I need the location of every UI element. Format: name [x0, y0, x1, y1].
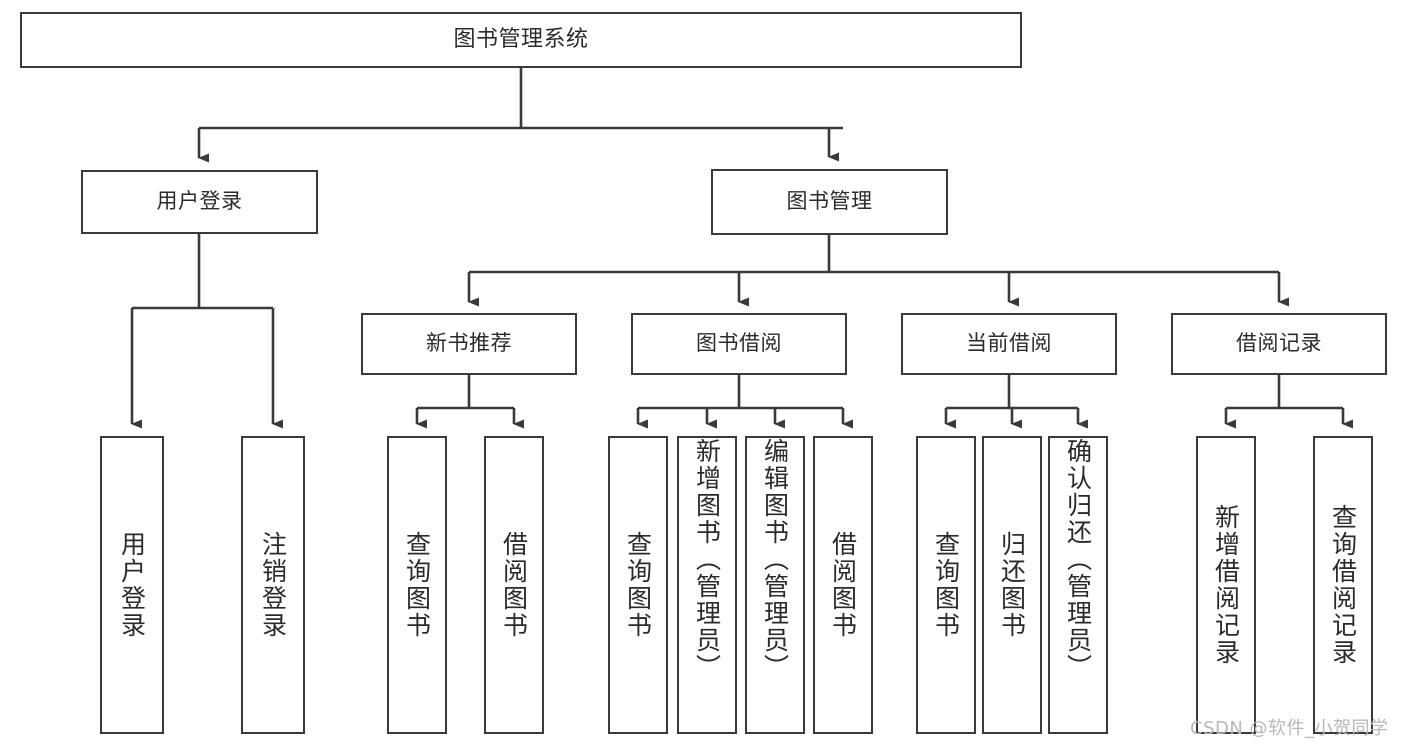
node-book-borrow[interactable]: 图书借阅 [631, 313, 847, 375]
leaf-query-books-borrow[interactable]: 查询图书 [608, 436, 668, 734]
leaf-borrow-books-new[interactable]: 借阅图书 [484, 436, 544, 734]
node-label: 图书管理系统 [453, 26, 589, 52]
leaf-add-borrow-record[interactable]: 新增借阅记录 [1196, 436, 1256, 734]
node-label: 归还图书 [997, 531, 1027, 639]
edges-current-borrow-to-leaves [944, 375, 1088, 429]
node-label: 查询借阅记录 [1328, 504, 1358, 666]
edges-root-to-level1 [197, 68, 843, 163]
node-label: 查询图书 [931, 531, 961, 639]
leaf-return-books[interactable]: 归还图书 [982, 436, 1042, 734]
node-new-book-recommend[interactable]: 新书推荐 [361, 313, 577, 375]
node-label: 新书推荐 [426, 331, 512, 356]
node-label: 借阅图书 [499, 531, 529, 639]
node-label: 查询图书 [402, 531, 432, 639]
csdn-watermark: CSDN @软件_小贺同学 [1190, 718, 1389, 739]
node-label: 当前借阅 [966, 331, 1052, 356]
node-borrow-records[interactable]: 借阅记录 [1171, 313, 1387, 375]
node-label: 新增图书（管理员） [692, 438, 722, 681]
node-label: 借阅记录 [1236, 331, 1322, 356]
leaf-logout[interactable]: 注销登录 [241, 436, 305, 734]
leaf-query-borrow-record[interactable]: 查询借阅记录 [1313, 436, 1373, 734]
node-label: 注销登录 [258, 531, 288, 639]
leaf-query-books-current[interactable]: 查询图书 [916, 436, 976, 734]
node-label: 用户登录 [117, 531, 147, 639]
node-label: 新增借阅记录 [1211, 504, 1241, 666]
node-label: 图书管理 [786, 189, 873, 214]
node-book-management[interactable]: 图书管理 [711, 169, 948, 235]
node-label: 借阅图书 [828, 531, 858, 639]
leaf-user-login[interactable]: 用户登录 [100, 436, 164, 734]
node-label: 确认归还（管理员） [1063, 438, 1093, 681]
node-label: 图书借阅 [696, 331, 782, 356]
edges-borrow-to-leaves [636, 375, 853, 429]
node-root-system[interactable]: 图书管理系统 [20, 12, 1022, 68]
leaf-edit-book-admin[interactable]: 编辑图书（管理员） [745, 436, 805, 734]
node-user-login[interactable]: 用户登录 [81, 170, 318, 234]
edges-new-book-to-leaves [415, 375, 524, 429]
leaf-add-book-admin[interactable]: 新增图书（管理员） [677, 436, 737, 734]
leaf-query-books-new[interactable]: 查询图书 [387, 436, 447, 734]
leaf-confirm-return-admin[interactable]: 确认归还（管理员） [1048, 436, 1108, 734]
edges-user-login-to-leaves [130, 234, 283, 429]
node-current-borrow[interactable]: 当前借阅 [901, 313, 1117, 375]
node-label: 用户登录 [156, 189, 243, 214]
node-label: 查询图书 [623, 531, 653, 639]
edges-book-mgmt-to-level2 [467, 235, 1289, 307]
node-label: 编辑图书（管理员） [760, 438, 790, 681]
leaf-borrow-books[interactable]: 借阅图书 [813, 436, 873, 734]
edges-records-to-leaves [1224, 375, 1353, 429]
